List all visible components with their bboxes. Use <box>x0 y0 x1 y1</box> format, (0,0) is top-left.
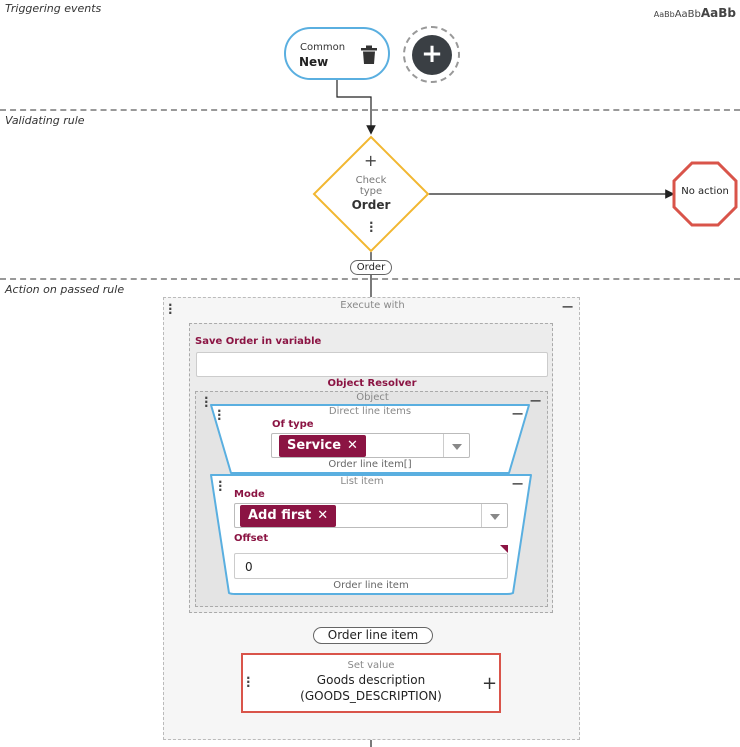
validation-diamond[interactable] <box>312 135 430 253</box>
connector-label-order-line-item: Order line item <box>313 627 433 644</box>
trash-icon[interactable] <box>360 45 378 65</box>
section-validating-title: Validating rule <box>5 114 85 127</box>
no-action-node[interactable] <box>672 161 738 227</box>
validation-value: Order <box>351 198 391 212</box>
object-resolver-label: Object Resolver <box>327 378 417 389</box>
list-item-output: Order line item <box>333 580 409 591</box>
add-trigger-container: + <box>403 26 460 83</box>
variable-name-input[interactable] <box>196 352 548 377</box>
list-item-menu-icon[interactable]: ··· <box>218 475 223 497</box>
section-action-title: Action on passed rule <box>5 283 125 296</box>
chip-label: Add first <box>248 508 312 523</box>
chevron-down-icon[interactable] <box>443 434 469 457</box>
trigger-event-node[interactable]: Common New <box>284 27 390 80</box>
set-value-field-code: (GOODS_DESCRIPTION) <box>300 689 442 703</box>
offset-label: Offset <box>234 533 269 544</box>
font-size-medium[interactable]: AaBb <box>674 9 701 20</box>
diamond-menu-icon[interactable]: ··· <box>369 216 374 238</box>
of-type-select[interactable]: Service ✕ <box>271 433 470 458</box>
section-triggering-title: Triggering events <box>5 2 102 15</box>
required-marker-icon <box>500 545 508 553</box>
list-item-title: List item <box>340 476 384 487</box>
trigger-category: Common <box>300 42 346 53</box>
of-type-label: Of type <box>272 419 314 430</box>
object-title: Object <box>356 392 389 403</box>
collapse-object-icon[interactable]: − <box>529 391 543 410</box>
font-size-small[interactable]: AaBb <box>653 10 675 19</box>
section-divider <box>0 109 740 111</box>
validation-line2: type <box>359 186 383 197</box>
set-value-title: Set value <box>347 660 395 671</box>
trigger-name: New <box>299 55 329 69</box>
add-value-icon[interactable]: + <box>482 673 498 694</box>
collapse-list-item-icon[interactable]: − <box>511 474 525 493</box>
no-action-label: No action <box>681 186 729 197</box>
chevron-down-icon[interactable] <box>481 504 507 527</box>
object-menu-icon[interactable]: ··· <box>204 391 209 413</box>
direct-line-items-menu-icon[interactable]: ··· <box>217 404 222 426</box>
mode-label: Mode <box>234 489 265 500</box>
connector-label-order: Order <box>350 260 392 275</box>
plus-icon[interactable]: + <box>412 35 452 75</box>
add-condition-icon[interactable]: + <box>364 151 378 170</box>
execute-title: Execute with <box>340 300 405 311</box>
set-value-node[interactable]: Set value Goods description (GOODS_DESCR… <box>241 653 501 713</box>
font-size-large[interactable]: AaBb <box>700 6 736 20</box>
set-value-menu-icon[interactable]: ··· <box>246 671 251 693</box>
set-value-field-name: Goods description <box>316 673 426 687</box>
chip-label: Service <box>287 438 342 453</box>
offset-value: 0 <box>245 560 253 574</box>
offset-input[interactable]: 0 <box>234 553 508 579</box>
collapse-execute-icon[interactable]: − <box>561 297 575 316</box>
direct-line-items-output: Order line item[] <box>328 459 412 470</box>
collapse-direct-line-items-icon[interactable]: − <box>511 404 525 423</box>
remove-chip-icon[interactable]: ✕ <box>347 438 358 453</box>
direct-line-items-title: Direct line items <box>328 406 412 417</box>
font-size-selector: AaBbAaBbAaBb <box>654 2 736 21</box>
save-variable-label: Save Order in variable <box>195 336 322 347</box>
validation-line1: Check <box>355 175 387 186</box>
mode-select[interactable]: Add first ✕ <box>234 503 508 528</box>
add-first-chip[interactable]: Add first ✕ <box>240 505 337 527</box>
section-divider <box>0 278 740 280</box>
service-chip[interactable]: Service ✕ <box>279 435 366 457</box>
execute-menu-icon[interactable]: ··· <box>168 298 173 320</box>
remove-chip-icon[interactable]: ✕ <box>317 508 329 523</box>
